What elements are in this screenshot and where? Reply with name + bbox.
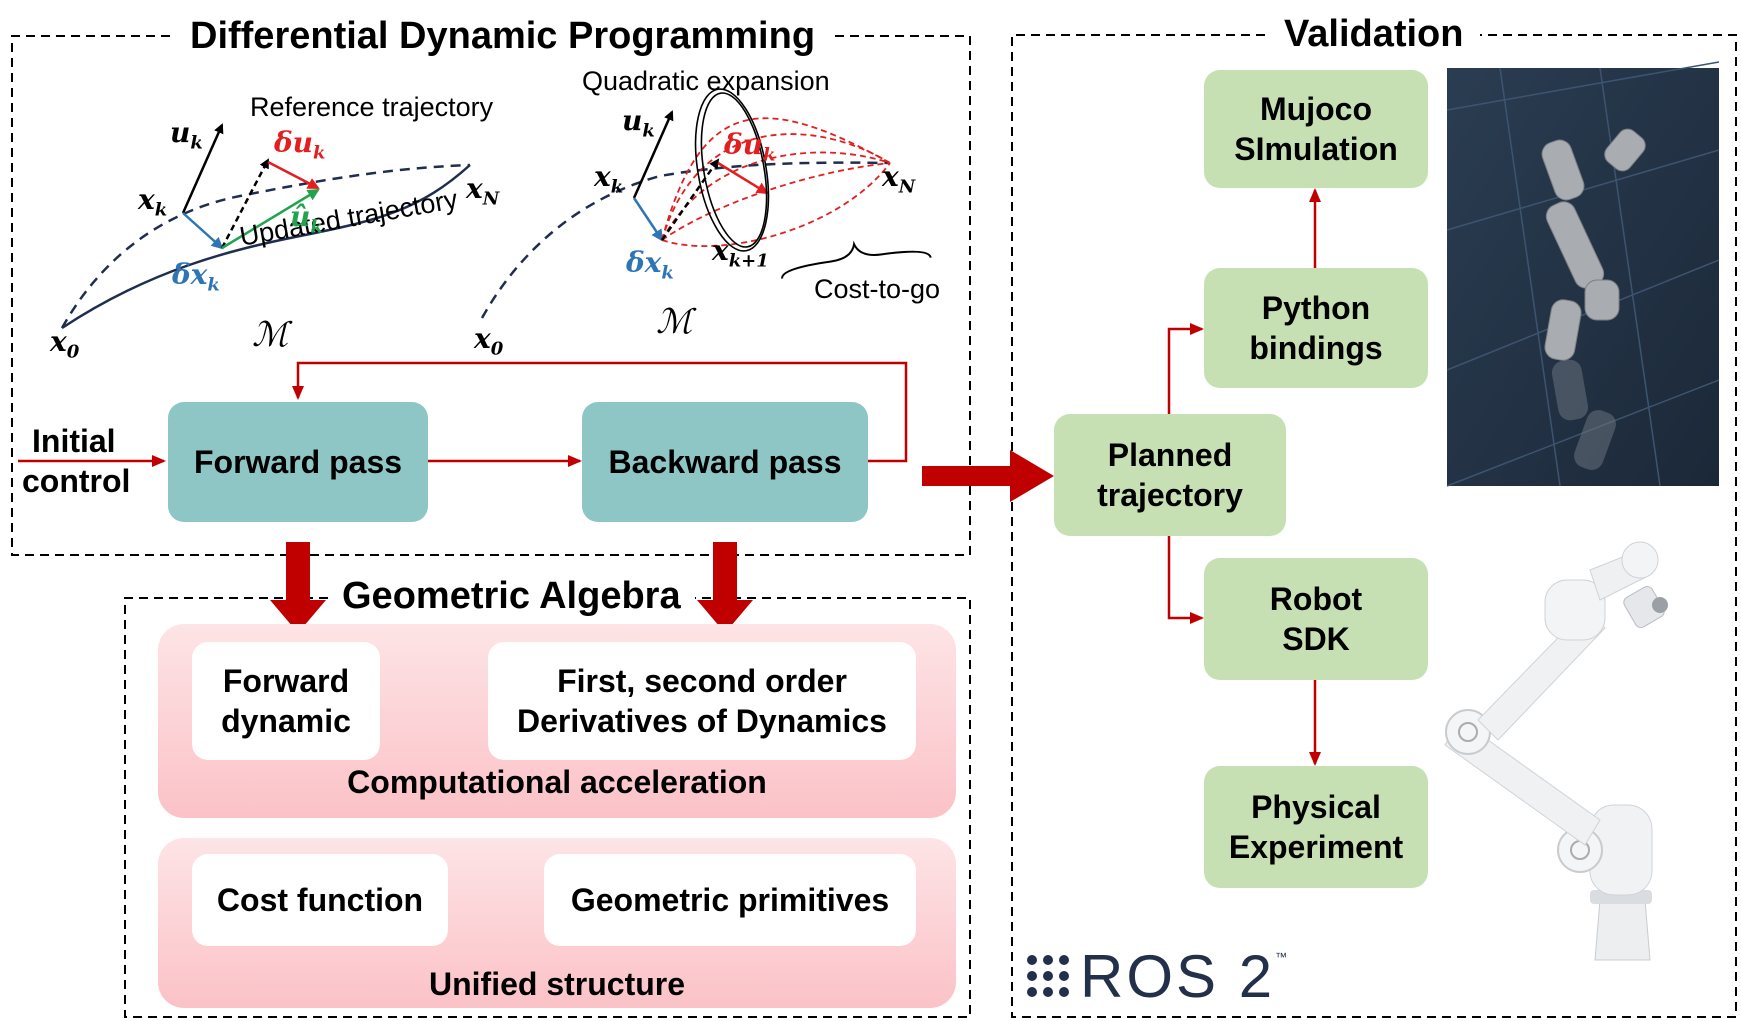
reference-trajectory-curve	[60, 163, 471, 329]
ga-title: Geometric Algebra	[328, 574, 695, 618]
updated-trajectory-curve	[61, 164, 471, 330]
right-x-N-label: xN	[882, 160, 916, 198]
du-k-label: δuk	[274, 126, 326, 164]
cost-function-box: Cost function	[192, 854, 448, 946]
x-k-label: xk	[138, 183, 168, 221]
right-x-k-label: xk	[594, 160, 624, 198]
backward-pass-box: Backward pass	[582, 402, 868, 522]
x-0-label: x0	[50, 325, 80, 363]
right-trajectory-sketch	[480, 88, 932, 319]
du-k-vector	[267, 160, 320, 190]
ga-frame	[124, 597, 971, 1018]
right-reference-curve	[480, 161, 891, 319]
backward-to-ga-arrow	[697, 542, 753, 633]
quadratic-expansion-label: Quadratic expansion	[582, 66, 830, 96]
ddp-frame	[11, 35, 971, 556]
forward-to-ga-arrow	[270, 542, 326, 633]
right-dx-k-vector	[632, 197, 664, 242]
left-trajectory-sketch	[60, 123, 471, 330]
unified-structure-label: Unified structure	[428, 966, 686, 1002]
mujoco-simulation-image	[1446, 61, 1720, 487]
right-du-k-vector	[717, 161, 769, 195]
cost-to-go-brace	[781, 240, 932, 279]
ddp-title: Differential Dynamic Programming	[176, 14, 830, 58]
x-k-plus-1-label: xk+1	[712, 234, 769, 272]
u-k-vector	[181, 123, 224, 214]
physical-robot-image	[1444, 541, 1668, 961]
ddp-to-planned-arrow	[922, 450, 1054, 502]
dashed-vector	[220, 158, 270, 249]
ros2-logo: ROS 2™	[1080, 943, 1291, 1010]
reference-trajectory-label: Reference trajectory	[250, 92, 494, 122]
right-dashed-vector	[660, 158, 720, 241]
right-du-k-label: δuk	[724, 128, 776, 166]
manifold-label: ℳ	[252, 315, 289, 355]
x-N-label: xN	[466, 172, 500, 210]
dx-k-vector	[182, 212, 224, 250]
cost-to-go-label: Cost-to-go	[814, 274, 941, 304]
big-red-arrows	[270, 450, 1054, 633]
initial-control-label: Initial control	[22, 423, 131, 499]
validation-title: Validation	[1270, 12, 1478, 56]
validation-frame	[1011, 34, 1737, 1018]
right-u-k-vector	[632, 110, 674, 199]
forward-pass-box: Forward pass	[168, 402, 428, 522]
right-u-k-label: uk	[622, 104, 655, 142]
uhat-k-vector	[221, 188, 320, 250]
geometric-primitives-box: Geometric primitives	[544, 854, 916, 946]
quadratic-expansion-ellipse	[694, 88, 770, 252]
computational-acceleration-label: Computational acceleration	[347, 764, 767, 800]
ddp-flow-arrows	[18, 361, 908, 467]
planned-to-sdk-arrow	[1167, 536, 1204, 624]
right-manifold-label: ℳ	[656, 302, 693, 342]
u-k-label: uk	[170, 116, 203, 154]
uhat-k-label: ûk	[290, 200, 323, 238]
right-x-0-label: x0	[474, 322, 504, 360]
right-dx-k-label: δxk	[626, 246, 674, 284]
validation-connectors	[1167, 188, 1321, 766]
planned-to-python-arrow	[1167, 323, 1204, 414]
cost-to-go-fan	[661, 117, 891, 247]
ros-logo-dots	[1027, 955, 1069, 997]
feedback-loop-arrow	[292, 361, 908, 463]
dx-k-label: δxk	[172, 258, 220, 296]
